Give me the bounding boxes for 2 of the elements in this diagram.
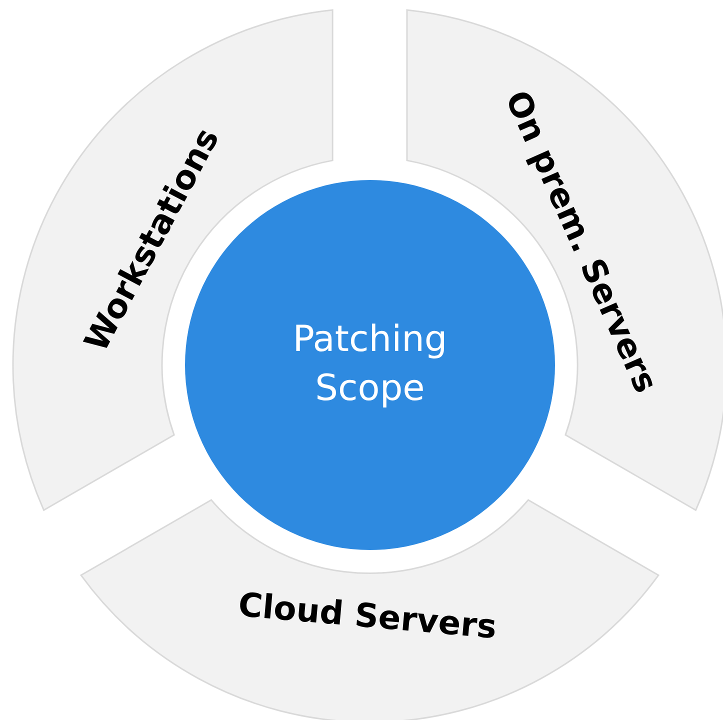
center-label: Patching Scope (292, 318, 448, 411)
segment-label: Cloud Servers (237, 585, 499, 647)
